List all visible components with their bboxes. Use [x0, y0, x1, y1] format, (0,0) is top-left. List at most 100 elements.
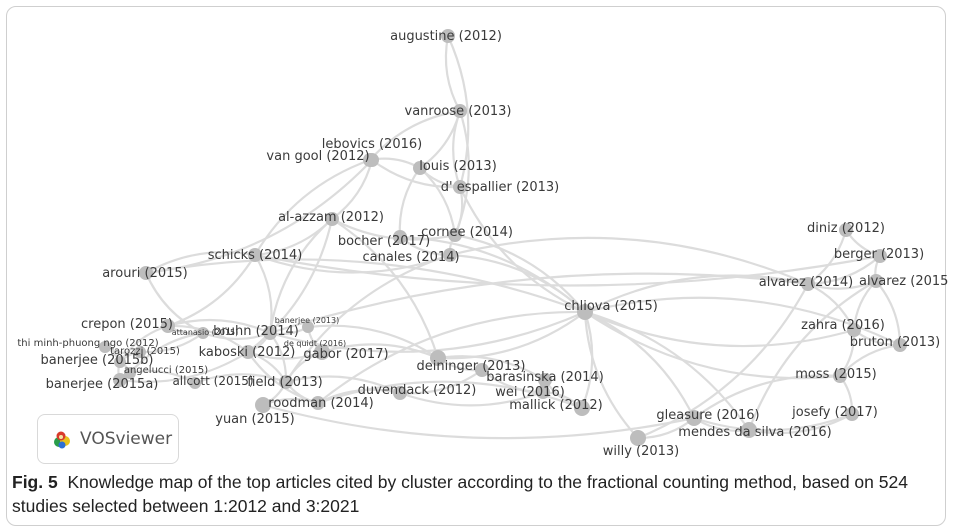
node-label-alvarez-2015: alvarez (2015 [859, 274, 948, 289]
node-banerjee-2013[interactable] [302, 321, 314, 333]
node-schicks-2014[interactable] [248, 248, 262, 262]
caption-text: Knowledge map of the top articles cited … [12, 472, 908, 516]
network-edge [399, 369, 483, 395]
network-edge [584, 310, 695, 419]
vosviewer-badge: VOSviewer [37, 414, 179, 464]
figure-frame [6, 6, 946, 526]
node-label-vanroose-2013: vanroose (2013) [405, 104, 512, 119]
node-angelucci-2015[interactable] [124, 367, 136, 379]
node-label-van-gool-2012: van gool (2012) [266, 149, 369, 164]
node-deininger-2013[interactable] [475, 363, 489, 377]
node-label-banerjee-2015a: banerjee (2015a) [46, 377, 159, 392]
node-arouri-2015[interactable] [139, 266, 153, 280]
node-label-lebovics-2016: lebovics (2016) [322, 137, 422, 152]
node-banerjee-2015a[interactable] [113, 373, 127, 387]
node-label-diniz-2012: diniz (2012) [807, 221, 885, 236]
node-label-thi-minh-phuong-ngo-2012: thi minh-phuong ngo (2012) [17, 338, 158, 349]
network-edge [119, 351, 249, 383]
node-field-2013[interactable] [279, 375, 293, 389]
network-edge [269, 310, 586, 353]
node-alvarez-2015[interactable] [869, 274, 883, 288]
node-label-bocher-2017: bocher (2017) [338, 234, 430, 249]
network-edge [254, 253, 451, 274]
node-label-louis-2013: louis (2013) [419, 159, 497, 174]
node-thi-minh-phuong-ngo-2012[interactable] [99, 341, 111, 353]
network-edge [584, 310, 855, 348]
node-crepon-2015[interactable] [161, 319, 175, 333]
node-de-quidt-2016[interactable] [314, 344, 330, 360]
network-edge [145, 258, 586, 314]
node-allcott-2015[interactable] [189, 377, 201, 389]
node-mendes-da-silva-2016[interactable] [741, 422, 757, 438]
node-josefy-2017[interactable] [845, 407, 859, 421]
node-bocher-2017[interactable] [393, 230, 407, 244]
node-gleasure-2016[interactable] [686, 410, 702, 426]
node-d-espallier-2013[interactable] [453, 180, 467, 194]
node-label-alvarez-2014: alvarez (2014) [759, 275, 853, 290]
node-label-tarozzi-2015: tarozzi (2015) [110, 346, 180, 357]
node-bruhn-2014[interactable] [263, 326, 277, 340]
node-berger-2013[interactable] [873, 249, 887, 263]
node-label-d-espallier-2013: d' espallier (2013) [441, 180, 560, 195]
node-label-berger-2013: berger (2013) [834, 247, 924, 262]
node-label-zahra-2016: zahra (2016) [801, 318, 885, 333]
node-label-wei-2016: wei (2016) [495, 385, 565, 400]
network-edge [254, 253, 881, 287]
network-edge [254, 254, 273, 334]
node-duvendack-2012[interactable] [393, 386, 407, 400]
network-edge [321, 343, 439, 360]
node-barasinska-2014[interactable] [538, 373, 552, 387]
node-label-yuan-2015: yuan (2015) [215, 412, 295, 427]
network-edge [583, 311, 639, 439]
network-edge [449, 253, 586, 313]
node-bruton-2013[interactable] [893, 338, 907, 352]
network-edge [262, 403, 695, 440]
node-kaboski-2012[interactable] [241, 345, 255, 359]
node-diniz-2012[interactable] [839, 223, 853, 237]
node-willy-2013[interactable] [630, 430, 646, 446]
node-label-moss-2015: moss (2015) [795, 367, 877, 382]
node-vanroose-2013[interactable] [453, 104, 467, 118]
network-edge [285, 375, 401, 394]
node-tarozzi-2015[interactable] [134, 346, 146, 358]
network-edge [446, 35, 470, 188]
node-zahra-2016[interactable] [847, 323, 861, 337]
node-label-allcott-2015: allcott (2015) [172, 374, 253, 388]
network-edge [747, 280, 877, 431]
network-edge [449, 236, 809, 286]
vosviewer-logo-icon [54, 431, 70, 449]
network-edge [129, 370, 196, 384]
network-edge [437, 355, 546, 381]
node-label-banerjee-2015b: banerjee (2015b) [40, 353, 153, 368]
network-edge [452, 110, 462, 188]
node-label-canales-2014: canales (2014) [362, 250, 459, 265]
network-edge [437, 311, 586, 360]
network-edge [807, 255, 881, 286]
node-cornee-2014[interactable] [448, 228, 462, 242]
node-label-angelucci-2015: angelucci (2015) [124, 365, 208, 376]
network-edge [268, 218, 333, 334]
node-wei-2016[interactable] [536, 385, 550, 399]
node-moss-2015[interactable] [833, 369, 847, 383]
network-edge [247, 218, 334, 353]
node-louis-2013[interactable] [413, 161, 427, 175]
network-edge [129, 331, 204, 374]
node-alvarez-2014[interactable] [801, 277, 815, 291]
node-yuan-2015[interactable] [255, 397, 271, 413]
node-gabor-2017[interactable] [430, 350, 446, 366]
network-edge [371, 159, 461, 189]
node-mallick-2012[interactable] [574, 400, 590, 416]
node-roodman-2014[interactable] [311, 396, 325, 410]
node-canales-2014[interactable] [443, 248, 457, 262]
node-label-field-2013: field (2013) [247, 375, 322, 390]
network-edge [167, 324, 249, 353]
node-al-azzam-2012[interactable] [325, 212, 339, 226]
node-chliova-2015[interactable] [577, 304, 593, 320]
node-label-roodman-2014: roodman (2014) [268, 396, 373, 411]
node-augustine-2012[interactable] [441, 29, 455, 43]
node-banerjee-2015b[interactable] [114, 356, 126, 368]
node-van-gool-2012[interactable] [365, 153, 379, 167]
node-label-al-azzam-2012: al-azzam (2012) [278, 210, 384, 225]
network-edge [454, 233, 586, 313]
node-attanasio-2015[interactable] [197, 327, 209, 339]
